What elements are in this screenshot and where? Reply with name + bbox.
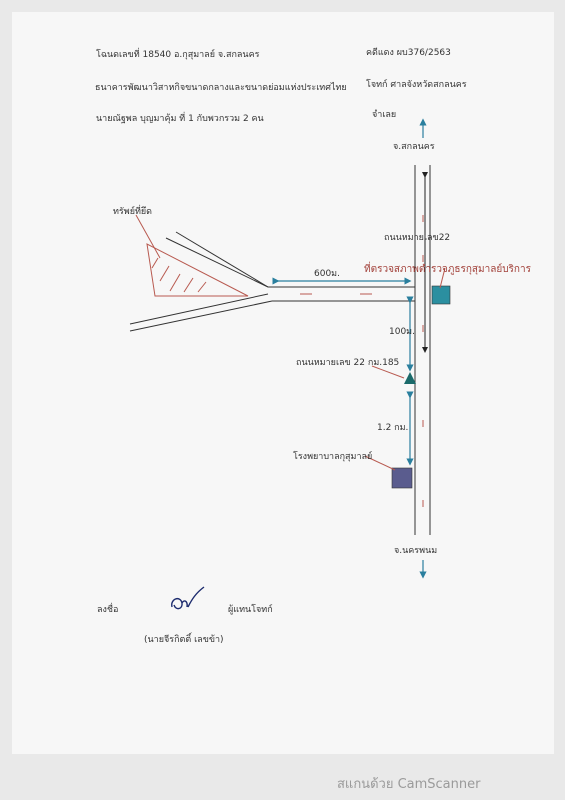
- distance-100-label: 100ม.: [389, 327, 415, 337]
- police-checkpoint-label: ที่ตรวจสภาพตำรวจภูธรกุสุมาลย์บริการ: [364, 264, 531, 275]
- distance-600-label: 600ม.: [314, 269, 340, 279]
- side-road: [129, 231, 415, 332]
- highway-22: [414, 165, 431, 535]
- north-label: จ.สกลนคร: [393, 142, 435, 152]
- hospital-label: โรงพยาบาลกุสุมาลย์: [293, 452, 373, 462]
- plaintiff-text: โจทก์ ศาลจังหวัดสกลนคร: [366, 80, 467, 90]
- defendant-name-text: นายณัฐพล บุญมาคุ้ม ที่ 1 กับพวกรวม 2 คน: [96, 114, 264, 124]
- hospital-marker: [391, 467, 413, 489]
- distance-1-2-label: 1.2 กม.: [377, 423, 409, 433]
- km-marker-label: ถนนหมายเลข 22 กม.185: [296, 358, 400, 368]
- property-parcel: [146, 243, 249, 297]
- signer-name: (นายจีรกิตติ์ เลขข้า): [144, 635, 224, 645]
- signature-mark: [171, 586, 205, 610]
- south-label: จ.นครพนม: [394, 546, 438, 556]
- property-label: ทรัพย์ที่ยึด: [113, 207, 153, 217]
- km-marker-pointer-line: [371, 365, 405, 379]
- defendant-label-text: จำเลย: [372, 110, 397, 120]
- road-label: ถนนหมายเลข22: [384, 233, 451, 243]
- camscanner-watermark: สแกนด้วย CamScanner: [337, 777, 481, 792]
- bank-text: ธนาคารพัฒนาวิสาหกิจขนาดกลางและขนาดย่อมแห…: [95, 83, 347, 93]
- property-pointer-line: [135, 214, 161, 259]
- km-marker-icon: [404, 372, 416, 384]
- case-number-text: คดีแดง ผบ376/2563: [366, 48, 451, 58]
- title-deed-text: โฉนดเลขที่ 18540 อ.กุสุมาลย์ จ.สกลนคร: [96, 50, 260, 60]
- sign-label: ลงชื่อ: [97, 605, 119, 615]
- signer-role: ผู้แทนโจทก์: [228, 605, 273, 615]
- police-checkpoint-marker: [431, 285, 451, 305]
- hospital-pointer-line: [364, 455, 396, 471]
- police-pointer-line: [439, 267, 446, 289]
- document-page: [12, 12, 554, 754]
